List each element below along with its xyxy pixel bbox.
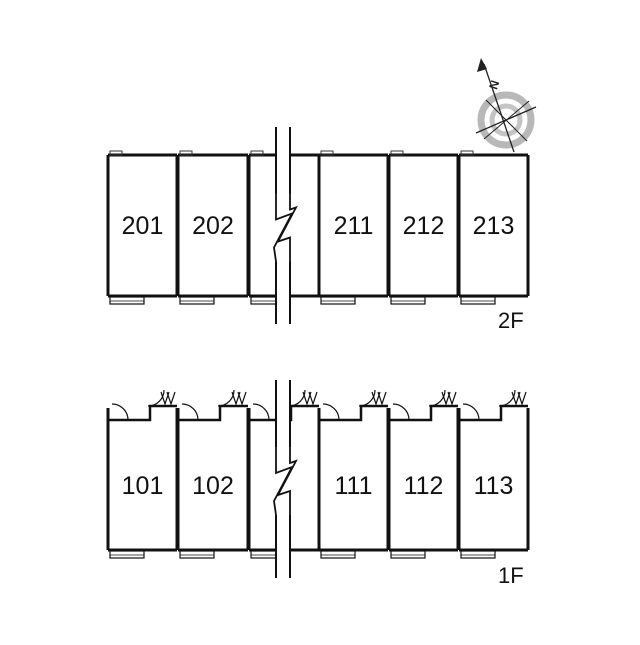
door-swing-arc [322, 403, 340, 421]
floor-label-2f: 2F [498, 308, 524, 333]
door-swing-arc [147, 389, 165, 407]
compass-north-label: N [486, 79, 502, 92]
compass-diag-line-b [483, 100, 530, 140]
window-mark [441, 391, 451, 406]
vent-mark [320, 150, 334, 156]
window-mark [447, 391, 457, 406]
vent-mark [460, 150, 474, 156]
floor-label-1f: 1F [498, 563, 524, 588]
unit-label: 201 [122, 212, 164, 240]
window-mark [517, 391, 527, 406]
balcony [109, 296, 145, 305]
window-mark [511, 391, 521, 406]
unit-entry-wall [106, 404, 177, 422]
unit-entry-wall [457, 404, 528, 422]
break-zigzag-mask [269, 447, 297, 515]
compass-north-arrowhead [477, 58, 487, 72]
balcony [109, 550, 145, 559]
balcony [390, 550, 426, 559]
window-mark [166, 391, 176, 406]
vent-mark [390, 150, 404, 156]
balcony [320, 550, 356, 559]
window-mark [237, 391, 247, 406]
unit-label: 111 [334, 472, 372, 500]
unit-label: 212 [403, 212, 445, 240]
door-swing-arc [358, 389, 376, 407]
door-swing-arc [111, 403, 129, 421]
break-zigzag-right [276, 447, 298, 515]
door-swing-arc [217, 389, 235, 407]
compass-north-line [483, 63, 515, 153]
balcony [390, 296, 426, 305]
door-swing-arc [392, 403, 410, 421]
unit-entry-wall [387, 404, 458, 422]
balcony [460, 296, 496, 305]
unit-entry-wall [317, 404, 388, 422]
door-swing-arc [252, 403, 270, 421]
unit-label: 113 [474, 472, 514, 500]
window-mark [308, 391, 318, 406]
compass-outer-ring [477, 91, 535, 149]
unit-label: 101 [122, 472, 164, 500]
balcony [179, 296, 215, 305]
vent-mark [179, 150, 193, 156]
break-zigzag-mask [269, 193, 297, 262]
door-swing-arc [498, 389, 516, 407]
vent-mark [109, 150, 123, 156]
break-zigzag-right [276, 193, 298, 262]
unit-label: 202 [192, 212, 234, 240]
balcony [179, 550, 215, 559]
door-swing-arc [428, 389, 446, 407]
window-mark [377, 391, 387, 406]
window-mark [371, 391, 381, 406]
window-mark [160, 391, 170, 406]
unit-label: 102 [192, 472, 234, 500]
window-mark [302, 391, 312, 406]
balcony [320, 296, 356, 305]
door-swing-arc [462, 403, 480, 421]
door-swing-arc [288, 389, 306, 407]
compass-inner-ring [489, 103, 523, 137]
window-mark [231, 391, 241, 406]
compass-rose-icon: N [475, 58, 537, 153]
unit-entry-wall [176, 404, 248, 422]
unit-label: 213 [473, 212, 515, 240]
unit-label: 211 [334, 212, 374, 240]
floor-2f: 201 202 211 212 213 [106, 127, 530, 324]
balcony [460, 550, 496, 559]
unit-label: 112 [404, 472, 444, 500]
vent-mark [250, 150, 264, 156]
floor-1f: 101 102 111 112 113 [106, 380, 530, 578]
door-swing-arc [181, 403, 199, 421]
